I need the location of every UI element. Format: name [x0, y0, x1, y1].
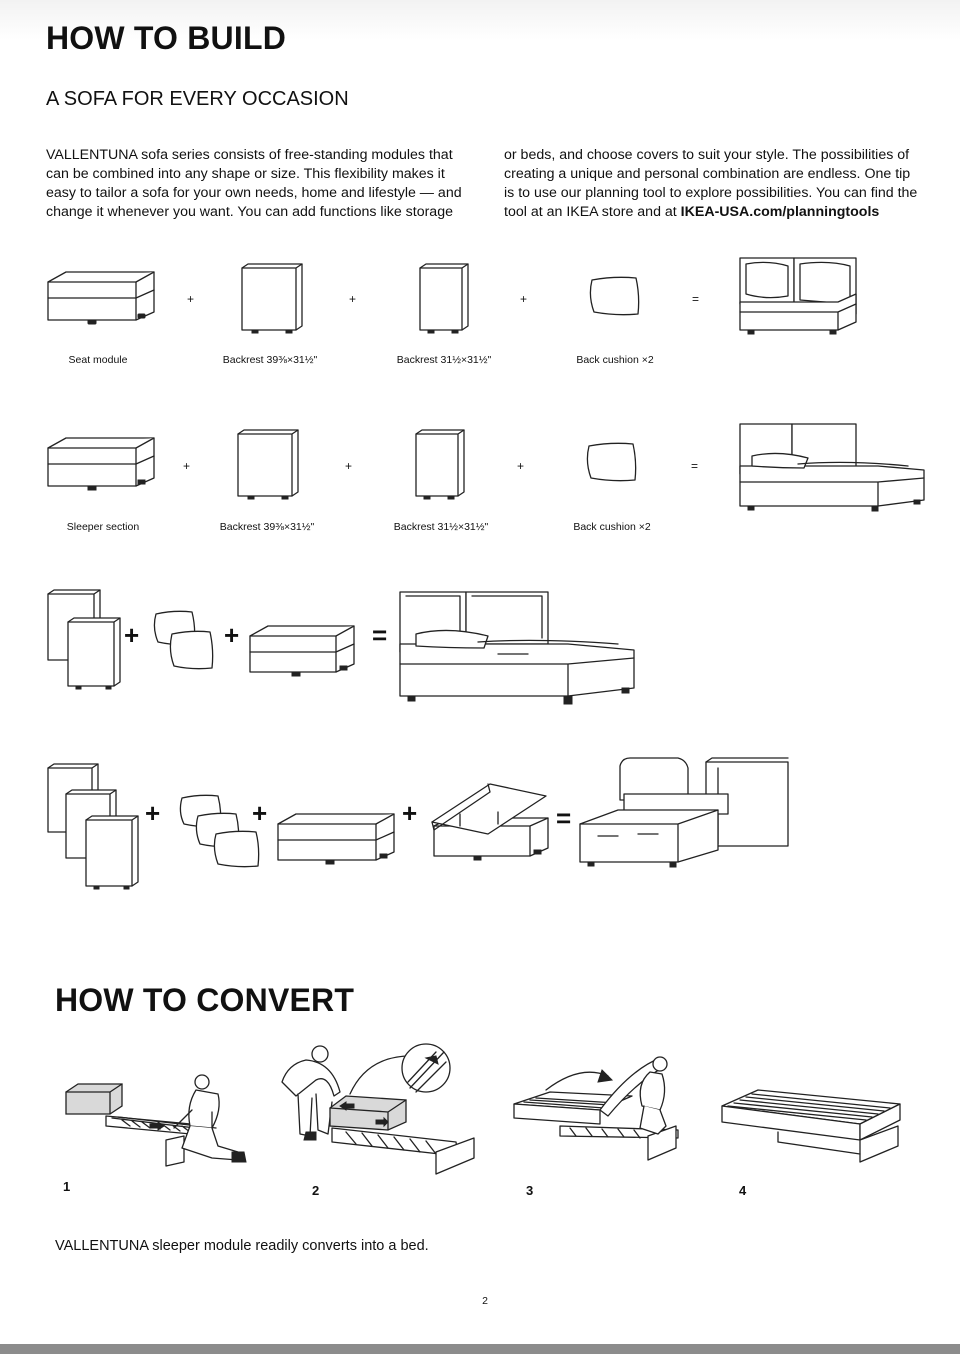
person-icon [174, 1075, 246, 1162]
caption-seat-module: Seat module [68, 354, 128, 366]
seat-module-icon [46, 268, 158, 326]
planning-tools-link[interactable]: IKEA-USA.com/planningtools [680, 204, 880, 220]
equals-sign: = [556, 803, 572, 833]
backrest-wide-icon [236, 428, 300, 500]
convert-note: VALLENTUNA sleeper module readily conver… [55, 1238, 429, 1254]
plus-sign: + [145, 798, 161, 828]
plus-sign: + [520, 292, 528, 306]
plus-sign: + [124, 620, 140, 650]
back-cushion-triple-icon [178, 794, 262, 870]
how-to-build-title: HOW TO BUILD [46, 20, 287, 56]
caption-backrest-wide: Backrest 39⅜×31½" [222, 354, 318, 366]
back-cushion-pair-icon [152, 610, 216, 672]
bed-frame-icon [722, 1090, 900, 1162]
caption-back-cushion: Back cushion ×2 [576, 354, 654, 366]
how-to-convert-title: HOW TO CONVERT [55, 982, 355, 1018]
plus-sign: + [402, 798, 418, 828]
seat-module-icon [276, 812, 398, 868]
equals-sign: = [691, 459, 699, 473]
backrest-triple-icon [46, 764, 142, 892]
plus-sign: + [224, 620, 240, 650]
plus-sign: + [517, 459, 525, 473]
backrest-wide-icon [240, 262, 304, 334]
convert-step-2-illustration [276, 1034, 480, 1184]
person-icon [640, 1057, 667, 1134]
page-number: 2 [482, 1295, 488, 1307]
caption-backrest-narrow: Backrest 31½×31½" [393, 521, 489, 533]
plus-sign: + [252, 798, 268, 828]
bottom-bar [0, 1344, 960, 1354]
caption-backrest-narrow: Backrest 31½×31½" [396, 354, 492, 366]
equals-sign: = [692, 292, 700, 306]
intro-column-1: VALLENTUNA sofa series consists of free-… [46, 147, 462, 220]
back-cushion-icon [588, 274, 642, 318]
step-number-1: 1 [63, 1179, 71, 1194]
person-icon [282, 1046, 340, 1140]
plus-sign: + [183, 459, 191, 473]
plus-sign: + [345, 459, 353, 473]
caption-back-cushion: Back cushion ×2 [573, 521, 651, 533]
backrest-narrow-icon [418, 262, 470, 334]
equals-sign: = [372, 620, 388, 650]
intro-column-2: or beds, and choose covers to suit your … [504, 146, 924, 222]
storage-ottoman-icon [430, 782, 550, 866]
sleeper-section-icon [46, 434, 158, 492]
convert-step-1-illustration [62, 1066, 258, 1176]
plus-sign: + [349, 292, 357, 306]
chaise-bed-icon [578, 754, 792, 880]
caption-sleeper-section: Sleeper section [66, 521, 140, 533]
convert-step-4-illustration [718, 1086, 904, 1182]
page-top-shade [0, 0, 960, 40]
seat-module-icon [248, 624, 358, 678]
step-number-2: 2 [312, 1183, 320, 1198]
backrest-pair-icon [46, 590, 122, 690]
convert-step-3-illustration [510, 1050, 686, 1174]
corner-bed-icon [398, 588, 638, 718]
backrest-narrow-icon [414, 428, 466, 500]
back-cushion-icon [585, 440, 639, 484]
caption-backrest-wide: Backrest 39⅜×31½" [219, 521, 315, 533]
step-number-4: 4 [739, 1183, 747, 1198]
section-subtitle: A SOFA FOR EVERY OCCASION [46, 88, 349, 110]
corner-sofa-icon [738, 254, 860, 338]
corner-bed-icon [738, 420, 926, 520]
intro-column-2-text: or beds, and choose covers to suit your … [504, 147, 918, 220]
plus-sign: + [187, 292, 195, 306]
step-number-3: 3 [526, 1183, 534, 1198]
